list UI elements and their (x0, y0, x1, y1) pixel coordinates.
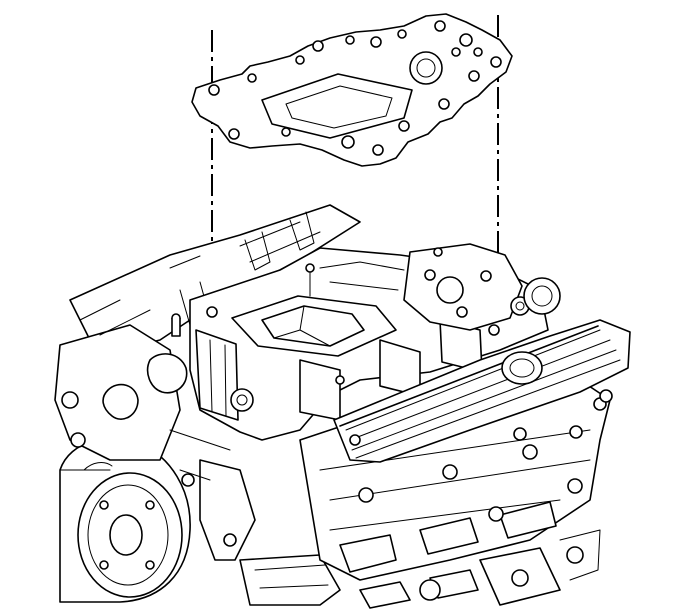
valve-cover (333, 277, 631, 463)
intake-manifold (171, 243, 549, 441)
gasket (191, 13, 513, 167)
crank-pulley (59, 437, 191, 603)
engine-block (54, 204, 361, 606)
